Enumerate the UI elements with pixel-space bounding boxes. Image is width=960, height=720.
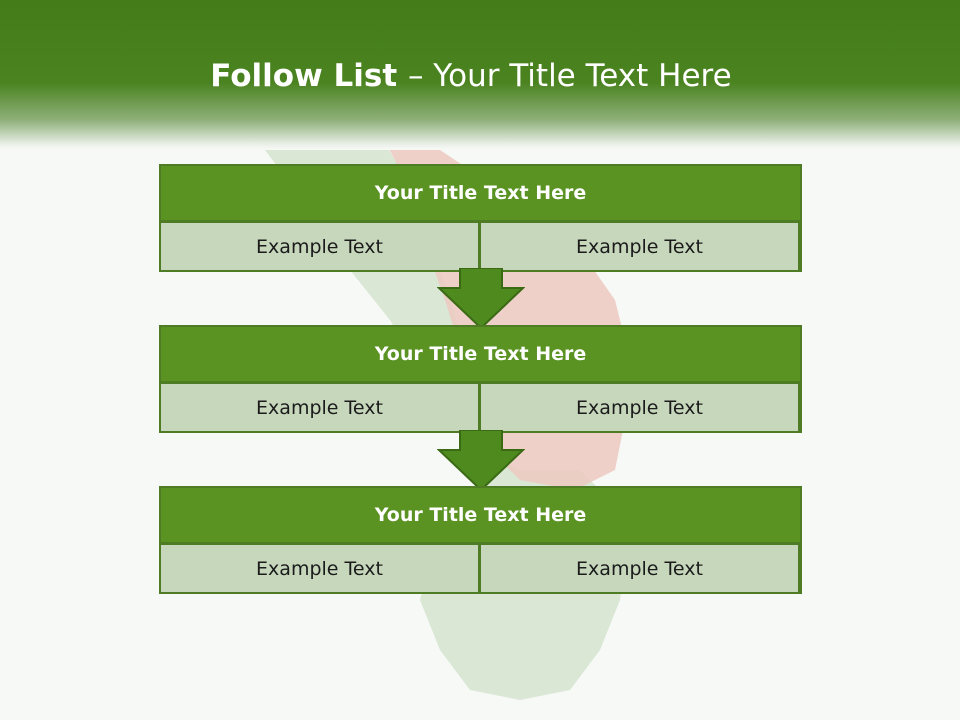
down-arrow-icon xyxy=(437,268,525,330)
step-right-text: Example Text xyxy=(481,384,798,431)
slide-title-bold: Follow List xyxy=(210,58,408,94)
step-block-2: Your Title Text Here Example Text Exampl… xyxy=(159,325,802,433)
down-arrow-icon xyxy=(437,430,525,492)
step-left-text: Example Text xyxy=(161,545,478,592)
step-right-text: Example Text xyxy=(481,223,798,270)
step-title: Your Title Text Here xyxy=(161,327,800,381)
slide-title-rest: – Your Title Text Here xyxy=(407,58,732,94)
step-left-text: Example Text xyxy=(161,384,478,431)
slide-title: Follow List – Your Title Text Here xyxy=(0,54,942,98)
step-block-1: Your Title Text Here Example Text Exampl… xyxy=(159,164,802,272)
step-left-text: Example Text xyxy=(161,223,478,270)
step-right-text: Example Text xyxy=(481,545,798,592)
header-band xyxy=(0,0,960,150)
step-block-3: Your Title Text Here Example Text Exampl… xyxy=(159,486,802,594)
step-title: Your Title Text Here xyxy=(161,488,800,542)
step-title: Your Title Text Here xyxy=(161,166,800,220)
